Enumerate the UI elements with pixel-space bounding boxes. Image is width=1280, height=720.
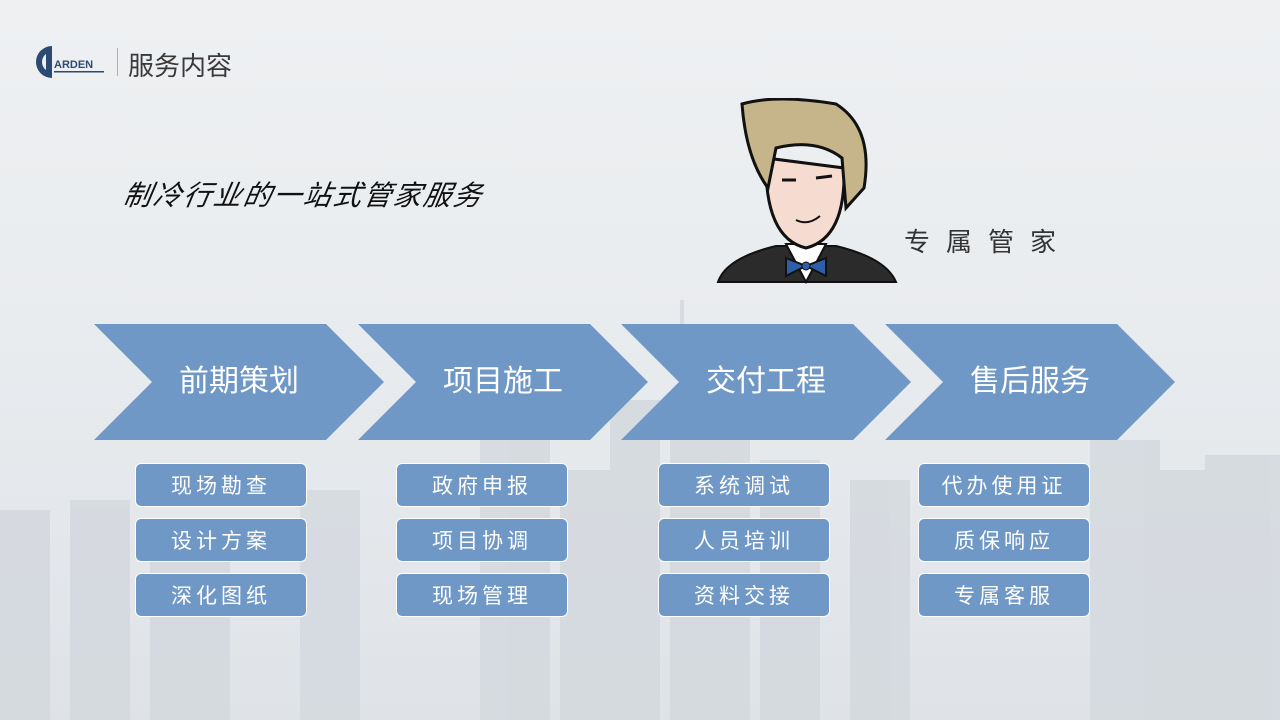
service-item: 代办使用证 — [918, 463, 1090, 507]
service-item: 资料交接 — [658, 573, 830, 617]
service-item: 系统调试 — [658, 463, 830, 507]
stage-label: 交付工程 — [706, 364, 826, 399]
butler-illustration — [716, 98, 898, 284]
stage-label: 前期策划 — [179, 364, 299, 399]
header-divider — [117, 48, 118, 76]
service-item: 现场勘查 — [135, 463, 307, 507]
stage-chevron-1: 前期策划 — [94, 324, 384, 440]
stage-label: 售后服务 — [970, 364, 1090, 399]
service-item: 设计方案 — [135, 518, 307, 562]
stage-chevron-4: 售后服务 — [885, 324, 1175, 440]
service-item: 质保响应 — [918, 518, 1090, 562]
svg-text:ARDEN: ARDEN — [54, 59, 93, 71]
service-item: 专属客服 — [918, 573, 1090, 617]
stage-label: 项目施工 — [443, 364, 563, 399]
page-title: 服务内容 — [128, 52, 233, 82]
service-item: 项目协调 — [396, 518, 568, 562]
service-item: 深化图纸 — [135, 573, 307, 617]
butler-label: 专属管家 — [904, 228, 1073, 258]
slogan: 制冷行业的一站式管家服务 — [120, 179, 487, 212]
service-item: 人员培训 — [658, 518, 830, 562]
service-item: 现场管理 — [396, 573, 568, 617]
stage-chevron-2: 项目施工 — [358, 324, 648, 440]
stage-chevron-3: 交付工程 — [621, 324, 911, 440]
service-item: 政府申报 — [396, 463, 568, 507]
garden-logo: ARDEN — [36, 46, 104, 78]
